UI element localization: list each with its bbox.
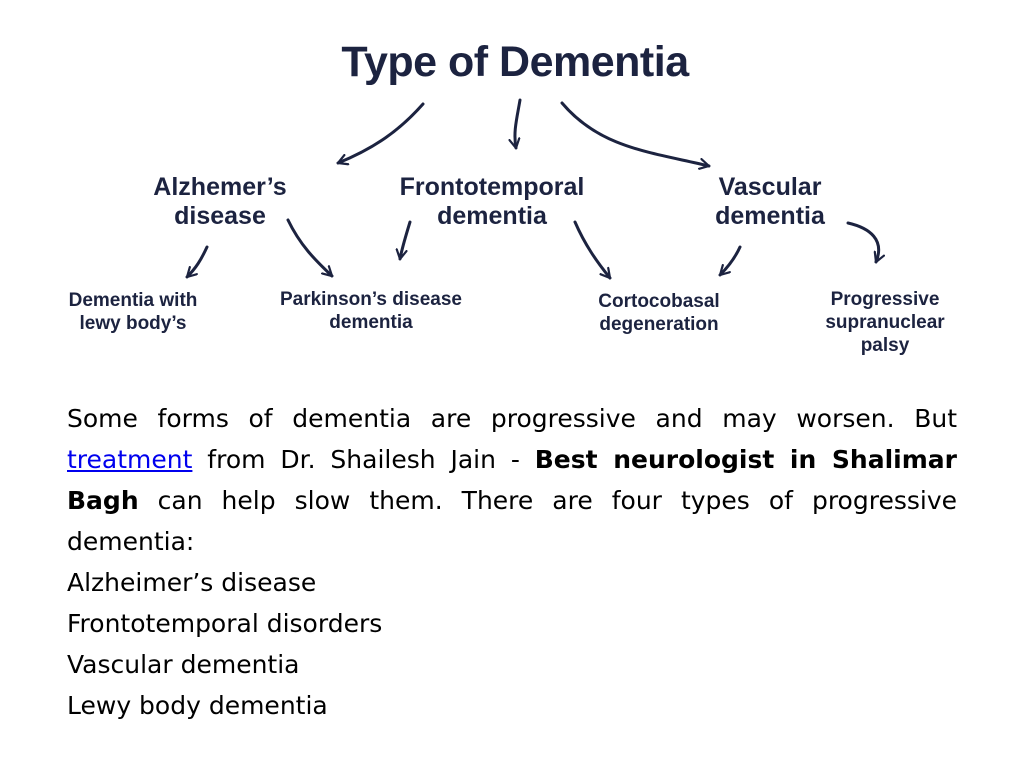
list-item: Lewy body dementia — [67, 691, 328, 720]
intro-bold-text: Best neurologist in Shalimar Bagh — [67, 445, 957, 515]
node-parkinsons: Parkinson’s disease dementia — [279, 289, 462, 333]
arrow-title-to-frontotemporal — [515, 98, 522, 150]
arrow-title-to-alzheimers — [336, 102, 425, 163]
intro-text-2: from Dr. Shailesh Jain - — [192, 445, 535, 474]
node-frontotemporal: Frontotemporal dementia — [399, 173, 585, 230]
dementia-types-diagram: Type of Dementia Alzhemer’s disease Fron… — [0, 0, 1024, 380]
node-cortocobasal: Cortocobasal degeneration — [598, 291, 720, 335]
node-vascular: Vascular dementia — [715, 173, 825, 230]
diagram-arrows — [185, 98, 1024, 280]
arrow-frontotemporal-to-cortocobasal — [573, 220, 612, 280]
dementia-types-list: Alzheimer’s disease Frontotemporal disor… — [67, 562, 957, 726]
list-item: Alzheimer’s disease — [67, 568, 317, 597]
treatment-link[interactable]: treatment — [67, 445, 193, 474]
node-lewy-body: Dementia with lewy body’s — [68, 290, 198, 334]
intro-paragraph: Some forms of dementia are progressive a… — [67, 398, 957, 562]
diagram-title: Type of Dementia — [341, 38, 689, 86]
node-psp: Progressive supranuclear palsy — [825, 289, 945, 356]
arrow-alzheimers-to-parkinsons — [286, 218, 334, 278]
intro-text-1: Some forms of dementia are progressive a… — [67, 404, 957, 433]
intro-text-3: can help slow them. There are four types… — [67, 486, 957, 556]
list-item: Frontotemporal disorders — [67, 609, 383, 638]
arrow-frontotemporal-to-parkinsons — [400, 220, 412, 261]
node-alzheimers: Alzhemer’s disease — [153, 173, 287, 230]
arrow-title-to-vascular — [560, 101, 711, 166]
arrow-alzheimers-to-lewy — [185, 245, 209, 279]
list-item: Vascular dementia — [67, 650, 300, 679]
body-text: Some forms of dementia are progressive a… — [67, 398, 957, 726]
arrow-vascular-to-psp — [846, 221, 879, 264]
arrow-vascular-to-cortocobasal — [718, 245, 742, 277]
